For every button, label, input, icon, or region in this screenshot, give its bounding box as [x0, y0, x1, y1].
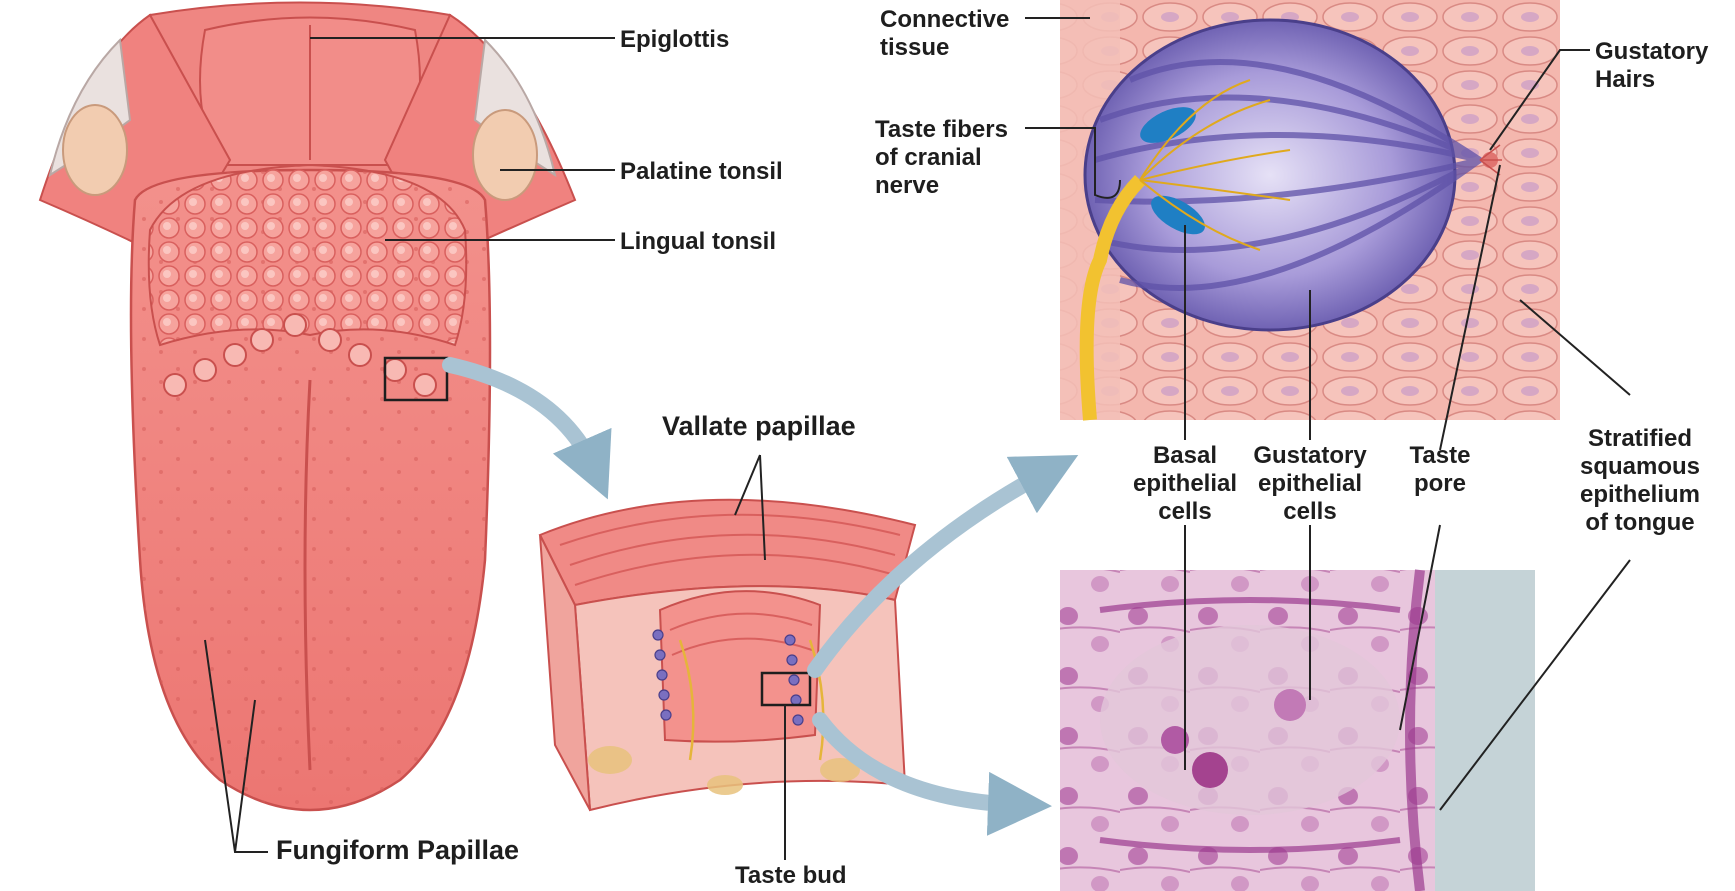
label-gustatory-hairs: Gustatory Hairs: [1595, 38, 1708, 94]
right-palatine-tonsil-shape: [473, 110, 537, 200]
label-epiglottis: Epiglottis: [620, 26, 729, 54]
label-basal-cells: Basal epithelial cells: [1120, 442, 1250, 526]
lingual-tonsil-shape: [149, 165, 467, 345]
label-taste-pore: Taste pore: [1395, 442, 1485, 498]
histology-micrograph: [1060, 570, 1535, 891]
label-lingual-tonsil: Lingual tonsil: [620, 228, 776, 256]
label-taste-fibers: Taste fibers of cranial nerve: [875, 116, 1008, 200]
label-taste-bud: Taste bud: [735, 862, 847, 890]
label-connective-tissue: Connective tissue: [880, 6, 1009, 62]
left-palatine-tonsil-shape: [63, 105, 127, 195]
label-fungiform-papillae: Fungiform Papillae: [276, 836, 519, 864]
label-stratified-epithelium: Stratified squamous epithelium of tongue: [1565, 425, 1715, 537]
tongue-illustration: [40, 3, 575, 811]
label-gustatory-cells: Gustatory epithelial cells: [1240, 442, 1380, 526]
label-palatine-tonsil: Palatine tonsil: [620, 158, 783, 186]
label-vallate-papillae: Vallate papillae: [662, 412, 856, 440]
